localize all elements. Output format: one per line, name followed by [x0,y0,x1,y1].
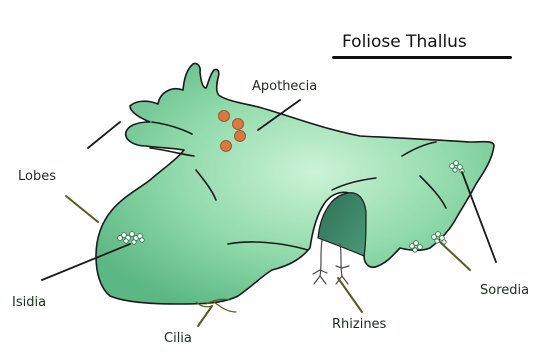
label-apothecia: Apothecia [252,80,317,93]
label-lobes: Lobes [18,170,56,183]
apothecium-disc [219,111,230,122]
leader-lobes-upper [88,122,120,148]
diagram-title: Foliose Thallus [342,34,467,51]
apothecium-disc [235,131,246,142]
label-cilia: Cilia [164,332,192,345]
leader-soredia [462,172,496,262]
label-isidia: Isidia [12,296,46,309]
label-rhizines: Rhizines [332,318,386,331]
leader-lobes-lower [66,196,98,222]
thallus-body [96,63,494,304]
title-underline [332,56,512,59]
leader-soredia-lower [440,242,470,270]
leader-cilia [198,306,212,326]
apothecium-disc [221,141,232,152]
label-soredia: Soredia [480,284,529,297]
apothecium-disc [233,119,244,130]
leader-rhizines [338,278,362,312]
